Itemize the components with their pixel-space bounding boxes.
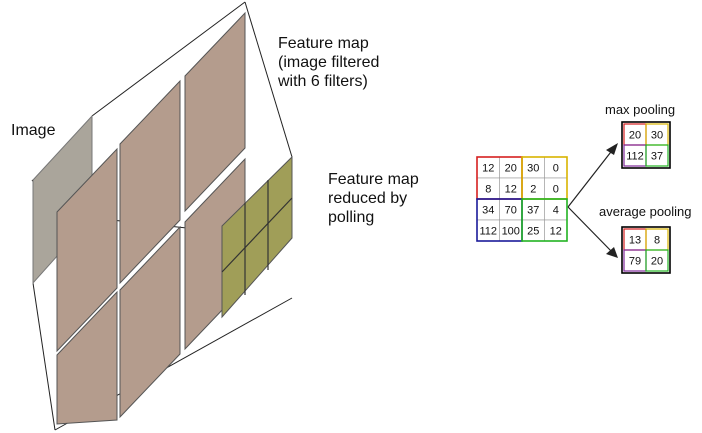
feature-panel xyxy=(56,147,118,353)
grid-cell-value: 70 xyxy=(505,204,517,216)
feature-map-label-line: with 6 filters) xyxy=(278,73,368,90)
reduced-grid-line xyxy=(221,197,293,273)
feature-panel xyxy=(119,79,181,285)
grid-cell-value: 2 xyxy=(530,183,536,195)
image-label: Image xyxy=(11,122,56,139)
arrow-to-max-pool xyxy=(567,147,615,208)
reduced-feature-map xyxy=(221,155,293,319)
reduced-map-label-line: Feature map xyxy=(328,171,419,188)
feature-map-label: Feature map (image filtered with 6 filte… xyxy=(278,34,379,91)
arrow-head-icon xyxy=(606,143,618,155)
grid-cell-value: 20 xyxy=(629,129,641,141)
grid-cell-value: 37 xyxy=(527,204,539,216)
grid-cell-value: 37 xyxy=(651,150,663,162)
grid-cell-value: 0 xyxy=(553,162,559,174)
grid-cell-value: 13 xyxy=(629,234,641,246)
grid-cell-value: 25 xyxy=(527,225,539,237)
grid-cell-value: 100 xyxy=(502,225,520,237)
grid-cell-value: 112 xyxy=(479,225,497,237)
feature-map-label-line: Feature map xyxy=(278,35,369,52)
max-pooling-label: max pooling xyxy=(605,102,676,117)
grid-cell-value: 12 xyxy=(550,225,562,237)
feature-map-panels xyxy=(56,11,246,425)
feature-panel xyxy=(184,11,246,213)
reduced-map-label-line: polling xyxy=(328,209,375,226)
pool-grid-frame xyxy=(621,226,671,274)
feature-map-label-line: (image filtered xyxy=(278,54,380,71)
feature-panel xyxy=(119,225,181,419)
grid-cell-value: 20 xyxy=(651,255,663,267)
quadrant-border xyxy=(521,198,568,242)
quadrant-border xyxy=(645,144,669,167)
arrow-head-icon xyxy=(606,247,618,258)
reduced-map-label: Feature map reduced by polling xyxy=(328,170,419,227)
arrow-to-avg-pool xyxy=(567,206,615,255)
pool-grid-frame xyxy=(621,121,671,169)
grid-cell-value: 30 xyxy=(527,162,539,174)
quadrant-border xyxy=(645,249,669,272)
grid-cell-value: 79 xyxy=(629,255,641,267)
feature-panel xyxy=(56,290,118,425)
grid-cell-value: 30 xyxy=(651,129,663,141)
grid-cell-value: 20 xyxy=(505,162,517,174)
grid-cell-value: 12 xyxy=(505,183,517,195)
reduced-panel xyxy=(221,155,293,319)
max-pool-grid: 20 30 112 37 xyxy=(621,121,671,169)
grid-cell-value: 0 xyxy=(553,183,559,195)
average-pooling-label: average pooling xyxy=(599,204,692,219)
grid-cell-value: 8 xyxy=(654,234,660,246)
grid-cell-value: 112 xyxy=(626,150,644,162)
reduced-map-label-line: reduced by xyxy=(328,190,408,207)
grid-cell-value: 8 xyxy=(485,183,491,195)
perspective-line-top xyxy=(91,1,246,117)
grid-cell-value: 34 xyxy=(482,204,494,216)
grid-cell-value: 4 xyxy=(553,204,559,216)
grid-cell-value: 12 xyxy=(482,162,494,174)
pooling-arrows xyxy=(567,143,618,258)
perspective-line-bottom xyxy=(32,282,56,431)
perspective-line-top-right xyxy=(244,1,293,158)
